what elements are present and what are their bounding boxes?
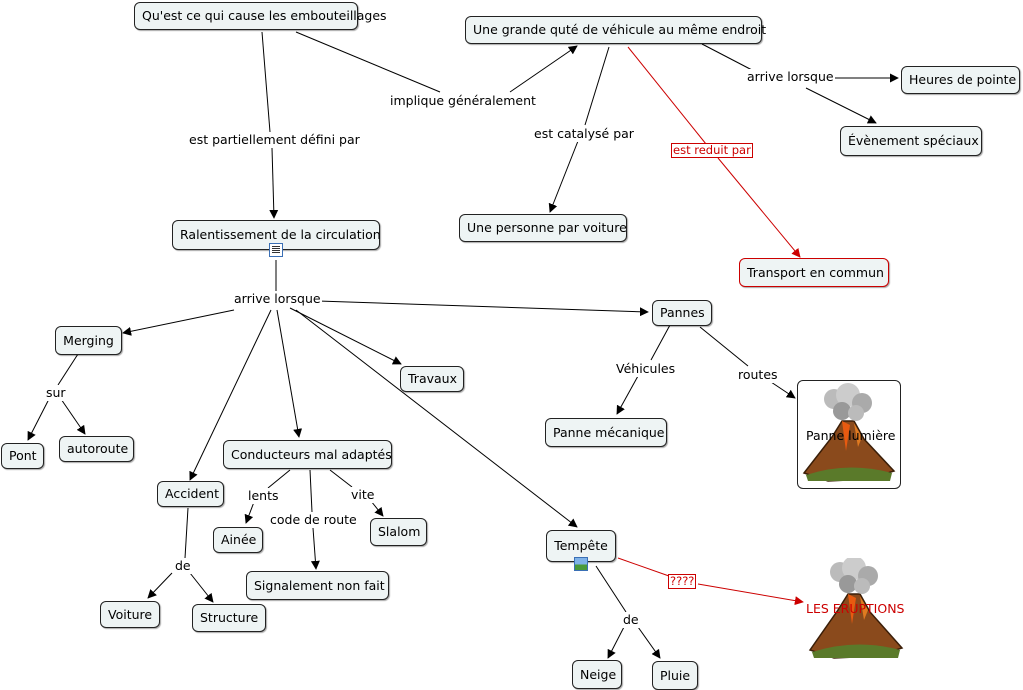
link-label-de-accident: de: [174, 558, 192, 574]
link-label-arrive-lorsque-2: arrive lorsque: [233, 291, 322, 307]
link-label-vehicules: Véhicules: [615, 361, 677, 377]
node-conducteurs[interactable]: Conducteurs mal adaptés: [223, 440, 392, 469]
node-panne-lumiere[interactable]: Panne lumière: [797, 380, 901, 489]
link-label-lents: lents: [247, 488, 280, 504]
node-evenement-speciaux[interactable]: Évènement spéciaux: [840, 126, 982, 156]
node-heures-de-pointe[interactable]: Heures de pointe: [901, 66, 1020, 94]
node-pont[interactable]: Pont: [1, 443, 44, 469]
link-label-code-de-route: code de route: [269, 512, 358, 528]
node-autoroute[interactable]: autoroute: [59, 436, 134, 462]
node-pluie[interactable]: Pluie: [652, 661, 698, 690]
node-accident[interactable]: Accident: [157, 481, 224, 507]
node-transport-en-commun[interactable]: Transport en commun: [739, 258, 889, 287]
node-tempete[interactable]: Tempête: [546, 530, 616, 562]
node-structure[interactable]: Structure: [192, 604, 266, 632]
volcano-icon-2: [808, 558, 904, 659]
link-label-reduit: est reduit par: [671, 143, 753, 158]
node-voiture[interactable]: Voiture: [100, 601, 160, 628]
link-label-catalyse: est catalysé par: [533, 126, 635, 142]
document-icon[interactable]: [269, 243, 283, 257]
node-une-personne[interactable]: Une personne par voiture: [459, 214, 627, 242]
picture-icon[interactable]: [574, 557, 588, 571]
link-label-arrive-lorsque-1: arrive lorsque: [746, 69, 835, 85]
node-eruptions-label: LES ERUPTIONS: [806, 601, 905, 616]
node-ainee[interactable]: Ainée: [213, 527, 263, 553]
volcano-icon: [802, 383, 896, 482]
link-label-implique: implique généralement: [389, 93, 537, 109]
link-label-question: ????: [668, 574, 697, 589]
node-neige[interactable]: Neige: [572, 660, 622, 689]
link-label-sur: sur: [45, 385, 67, 401]
node-travaux[interactable]: Travaux: [400, 366, 464, 392]
node-panne-mecanique[interactable]: Panne mécanique: [545, 418, 667, 447]
node-slalom[interactable]: Slalom: [370, 518, 427, 546]
node-panne-lumiere-label: Panne lumière: [806, 428, 896, 443]
node-main-question[interactable]: Qu'est ce qui cause les embouteillages: [134, 2, 387, 30]
node-eruptions[interactable]: LES ERUPTIONS: [806, 558, 906, 662]
link-label-vite: vite: [350, 487, 376, 503]
node-grande-quantite[interactable]: Une grande quté de véhicule au même endr…: [465, 16, 766, 44]
link-label-de-tempete: de: [622, 612, 640, 628]
link-label-routes: routes: [737, 367, 779, 383]
link-label-partiellement: est partiellement défini par: [188, 132, 361, 148]
node-signalement[interactable]: Signalement non fait: [246, 571, 389, 600]
node-pannes[interactable]: Pannes: [652, 300, 712, 326]
node-merging[interactable]: Merging: [55, 326, 122, 355]
